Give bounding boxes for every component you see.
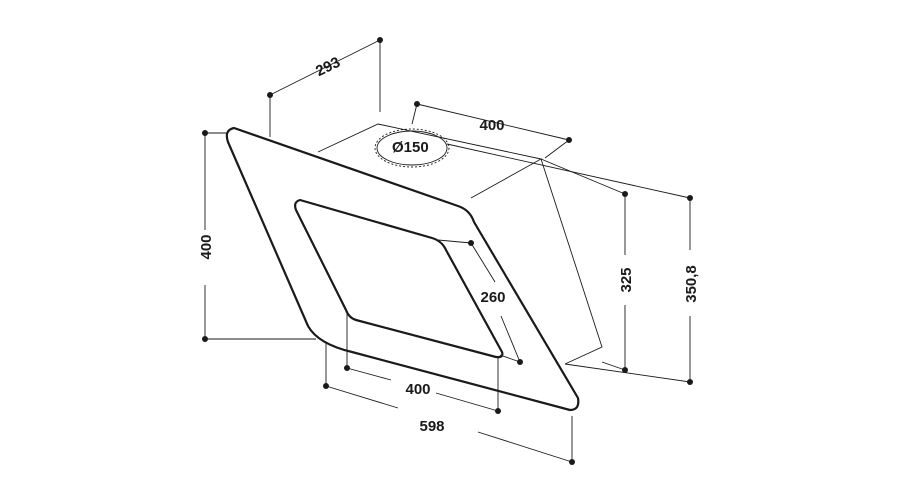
duct-outlet	[376, 130, 448, 166]
dim-350-8-label: 350,8	[683, 265, 700, 303]
dim-260: 260	[437, 239, 523, 365]
dim-400-top: 400	[411, 101, 572, 159]
duct-diameter-label: Ø150	[392, 139, 429, 156]
dim-400-bottom: 400	[344, 312, 501, 414]
hood-body: Ø150	[225, 123, 603, 412]
dim-325: 325	[540, 158, 635, 373]
dim-598: 598	[323, 343, 575, 465]
top-box-outline	[317, 123, 543, 199]
glass-window-opening	[294, 198, 504, 359]
dim-350-8: 350,8	[446, 143, 700, 385]
dim-293: 293	[267, 37, 383, 137]
dim-598-label: 598	[419, 418, 444, 435]
dim-400-top-label: 400	[479, 117, 504, 134]
dim-293-label: 293	[313, 54, 343, 80]
dim-400-left: 400	[198, 130, 316, 342]
glass-panel-outline	[225, 126, 580, 412]
rear-edge	[540, 158, 603, 365]
dim-260-label: 260	[480, 289, 505, 306]
duct-outlet-rim	[374, 128, 450, 168]
dim-325-label: 325	[618, 267, 635, 292]
dim-400-bottom-label: 400	[405, 381, 430, 398]
dim-400-left-label: 400	[198, 234, 215, 259]
